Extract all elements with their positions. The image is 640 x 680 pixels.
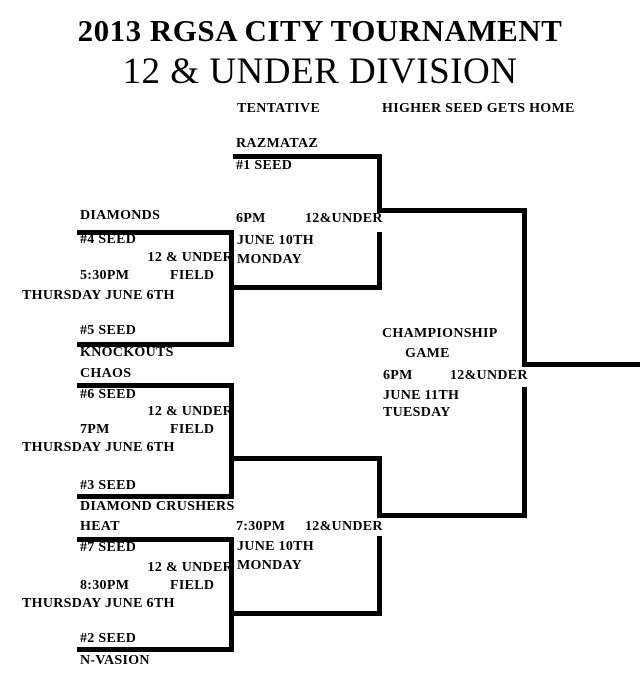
field-label: 12 & UNDER — [147, 250, 233, 265]
field-label: 12 & UNDER — [147, 404, 233, 419]
team-name: DIAMOND CRUSHERS — [80, 499, 235, 514]
bracket-line-sf2-vertical-lower — [377, 536, 382, 616]
team-name: DIAMONDS — [80, 208, 161, 223]
game-date: JUNE 10TH — [237, 539, 314, 554]
bracket-line-sf1-vertical-upper — [377, 154, 382, 213]
division-label: 12&UNDER — [305, 211, 383, 226]
bracket-line-g2-bottom — [77, 494, 234, 499]
team-name: KNOCKOUTS — [80, 345, 174, 360]
game-day: MONDAY — [237, 558, 303, 573]
bracket-line-sf2-vertical-upper — [377, 456, 382, 518]
game-time: 7:30PM — [236, 519, 286, 534]
bracket-line-final-vertical-upper — [522, 208, 527, 367]
bracket-line-g2-vertical — [229, 383, 234, 499]
bracket-line-g2-top — [77, 383, 234, 388]
team-name: N-VASION — [80, 653, 150, 668]
team-name: HEAT — [80, 519, 120, 534]
field-label: 12 & UNDER — [147, 560, 233, 575]
bracket-line-sf1-bottom — [229, 285, 382, 290]
higher-seed-note: HIGHER SEED GETS HOME — [382, 101, 575, 116]
division-label: 12&UNDER — [305, 519, 383, 534]
bracket-line-sf1-top — [233, 154, 382, 159]
seed-label: #4 SEED — [80, 232, 137, 247]
bracket-line-g3-bottom — [77, 647, 234, 652]
game-date: JUNE 11TH — [383, 388, 460, 403]
bracket-line-sf2-winner — [377, 513, 527, 518]
bracket-line-g3-vertical — [229, 537, 234, 652]
bracket-line-sf2-bottom — [229, 611, 382, 616]
field-word: FIELD — [170, 422, 215, 437]
division-subtitle: 12 & UNDER DIVISION — [122, 51, 518, 92]
game-time: 8:30PM — [80, 578, 130, 593]
seed-label: #2 SEED — [80, 631, 137, 646]
bracket-line-g1-bottom — [77, 342, 234, 347]
game-time: 6PM — [236, 211, 266, 226]
seed-label: #5 SEED — [80, 323, 137, 338]
championship-label-line2: GAME — [405, 346, 450, 361]
division-label: 12&UNDER — [450, 368, 528, 383]
game-day: MONDAY — [237, 252, 303, 267]
bracket-line-g1-top — [77, 230, 234, 235]
bracket-line-sf2-top — [229, 456, 382, 461]
seed-label: #1 SEED — [236, 158, 293, 173]
game-time: 6PM — [383, 368, 413, 383]
game-date: THURSDAY JUNE 6TH — [22, 596, 175, 611]
seed-label: #3 SEED — [80, 478, 137, 493]
bracket-line-sf1-winner — [377, 208, 527, 213]
game-day: TUESDAY — [383, 405, 451, 420]
bracket-line-final-vertical-lower — [522, 387, 527, 518]
team-name: RAZMATAZ — [236, 136, 318, 151]
game-date: THURSDAY JUNE 6TH — [22, 440, 175, 455]
tournament-title: 2013 RGSA CITY TOURNAMENT — [77, 13, 563, 48]
tentative-note: TENTATIVE — [237, 101, 321, 116]
field-word: FIELD — [170, 578, 215, 593]
bracket-line-champion-winner — [522, 362, 640, 367]
bracket-line-sf1-vertical-lower — [377, 232, 382, 290]
game-date: THURSDAY JUNE 6TH — [22, 288, 175, 303]
seed-label: #7 SEED — [80, 540, 137, 555]
game-time: 5:30PM — [80, 268, 130, 283]
championship-label-line1: CHAMPIONSHIP — [382, 326, 498, 341]
bracket-line-g3-top — [77, 537, 234, 542]
game-time: 7PM — [80, 422, 110, 437]
game-date: JUNE 10TH — [237, 233, 314, 248]
field-word: FIELD — [170, 268, 215, 283]
team-name: CHAOS — [80, 366, 132, 381]
seed-label: #6 SEED — [80, 387, 137, 402]
